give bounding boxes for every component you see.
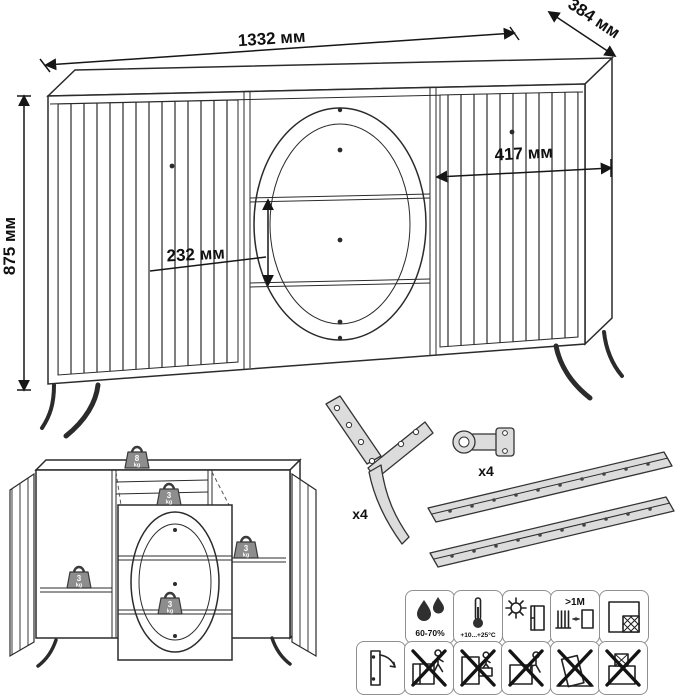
humidity-range-label: 60-70% xyxy=(415,628,445,638)
width-dimension-label: 1332 мм xyxy=(237,27,306,50)
no-climbing-cell xyxy=(404,641,454,695)
upper-load-value: 3 xyxy=(167,491,172,500)
drawer-slides-hardware xyxy=(427,451,675,568)
min-distance-label: >1M xyxy=(565,597,585,608)
niche-width-dimension-label: 417 мм xyxy=(494,142,553,164)
top-load-value: 8 xyxy=(135,454,140,463)
load-weight-left-shelf: 3 kg xyxy=(66,565,92,589)
open-view-legs xyxy=(36,636,292,668)
right-shelf-load-value: 3 xyxy=(244,544,249,553)
open-top-face xyxy=(34,459,302,471)
door-and-drawer-knobs xyxy=(169,129,515,325)
care-instructions-row-1: 60-70% +10...+25°C >1M xyxy=(404,590,649,644)
left-door-fluted-panel xyxy=(57,99,239,376)
slide-2-holes xyxy=(450,507,652,558)
drawer-load-unit: kg xyxy=(167,609,173,615)
drawer-height-dimension-label: 232 мм xyxy=(166,243,225,265)
left-shelf-load-unit: kg xyxy=(76,583,82,589)
care-instructions-row-2 xyxy=(355,641,648,695)
temperature-cell: +10...+25°C xyxy=(453,590,503,644)
upper-load-unit: kg xyxy=(166,500,172,506)
no-standing-cell xyxy=(452,641,503,695)
no-tilting-cell xyxy=(549,641,600,695)
no-heavy-objects-cell xyxy=(598,641,648,695)
slide-1-holes xyxy=(448,462,650,513)
hinge-hardware: x4 xyxy=(452,427,515,479)
assembly-guide-lines xyxy=(115,471,230,506)
hinge-quantity-label: x4 xyxy=(478,463,494,479)
sideboard-open-view: 8 kg 3 kg 3 kg 3 kg 3 kg xyxy=(9,445,317,668)
no-sitting-cell xyxy=(501,641,551,695)
sideboard-isometric-view xyxy=(40,56,624,439)
load-weight-top: 8 kg xyxy=(124,445,150,469)
door-care-cell xyxy=(355,641,406,695)
load-weight-right-shelf: 3 kg xyxy=(233,535,259,559)
water-drops-icon xyxy=(416,597,444,621)
right-shelf-load-unit: kg xyxy=(243,553,249,559)
leg-quantity-label: x4 xyxy=(352,506,368,522)
cabinet-side-face xyxy=(584,56,613,346)
open-left-door xyxy=(9,472,35,658)
heater-distance-cell: >1M xyxy=(550,590,600,644)
load-weight-upper: 3 kg xyxy=(156,482,182,506)
cabinet-legs xyxy=(40,330,624,439)
drawer-front-panel xyxy=(117,504,233,661)
humidity-cell: 60-70% xyxy=(404,590,455,644)
thermometer-icon xyxy=(473,597,483,628)
open-right-door xyxy=(291,472,317,658)
depth-dimension-label: 384 мм xyxy=(565,0,624,42)
panel-hatch-icon xyxy=(607,601,640,633)
temperature-range-label: +10...+25°C xyxy=(460,631,496,639)
left-shelf-load-value: 3 xyxy=(77,574,82,583)
heater-distance-icon xyxy=(555,609,594,629)
sunlight-icon xyxy=(504,597,545,631)
top-load-unit: kg xyxy=(134,463,140,469)
sunlight-cell xyxy=(501,590,552,644)
height-dimension-label: 875 мм xyxy=(0,217,19,275)
drawer-gap-lines xyxy=(249,193,431,288)
metal-leg-hardware: x4 xyxy=(325,395,434,545)
load-weight-drawer: 3 kg xyxy=(157,591,183,615)
drawer-load-value: 3 xyxy=(168,600,173,609)
panel-dividers xyxy=(243,88,437,369)
door-opening-icon xyxy=(369,650,396,686)
right-door-fluted-panel xyxy=(439,91,579,348)
surface-protection-cell xyxy=(598,590,649,644)
